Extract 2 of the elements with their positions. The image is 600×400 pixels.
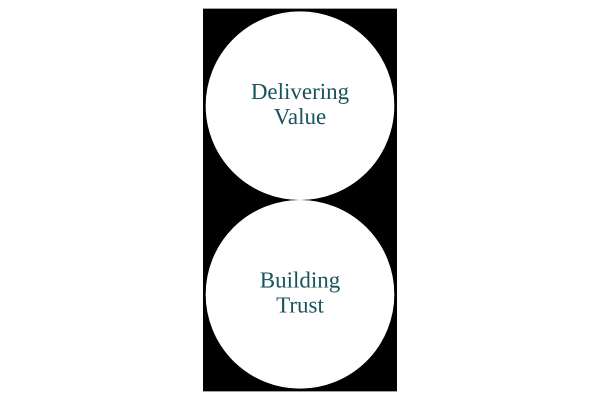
node-circle: Delivering Value [206, 11, 394, 200]
node-circle: Building Trust [206, 200, 394, 389]
